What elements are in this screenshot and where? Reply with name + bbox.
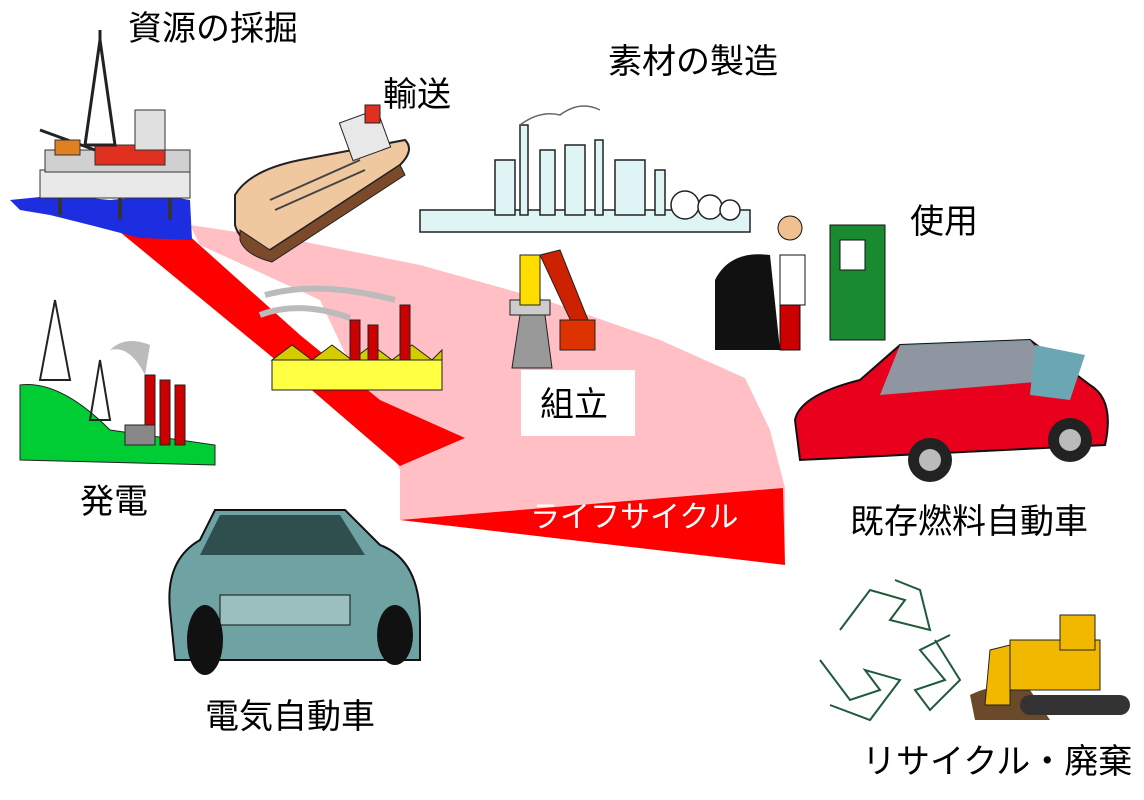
label-recycle-disposal: リサイクル・廃棄	[862, 742, 1133, 782]
power-plant-icon	[19, 299, 216, 466]
label-material-manufacturing: 素材の製造	[608, 42, 778, 82]
label-conventional-fuel-vehicle: 既存燃料自動車	[850, 502, 1088, 542]
label-power-generation: 発電	[80, 482, 148, 522]
bulldozer-icon	[970, 614, 1130, 720]
electric-car-icon	[168, 509, 421, 675]
recycle-icon	[819, 579, 962, 722]
lifecycle-band-dark	[120, 232, 785, 565]
refuel-icon	[715, 215, 886, 351]
label-use: 使用	[910, 202, 978, 242]
factory-icon	[258, 285, 443, 391]
assembly-label-background	[521, 370, 635, 436]
robot-arm-icon	[509, 249, 596, 369]
label-lifecycle: ライフサイクル	[530, 500, 739, 535]
label-assembly: 組立	[540, 385, 608, 425]
label-transport: 輸送	[383, 75, 451, 115]
lifecycle-band-light	[190, 225, 785, 564]
label-resource-extraction: 資源の採掘	[128, 9, 298, 49]
label-electric-vehicle: 電気自動車	[205, 697, 375, 737]
gasoline-car-icon	[793, 338, 1109, 482]
oil-rig-icon	[10, 30, 192, 240]
refinery-icon	[419, 105, 751, 233]
tanker-ship-icon	[234, 104, 410, 263]
